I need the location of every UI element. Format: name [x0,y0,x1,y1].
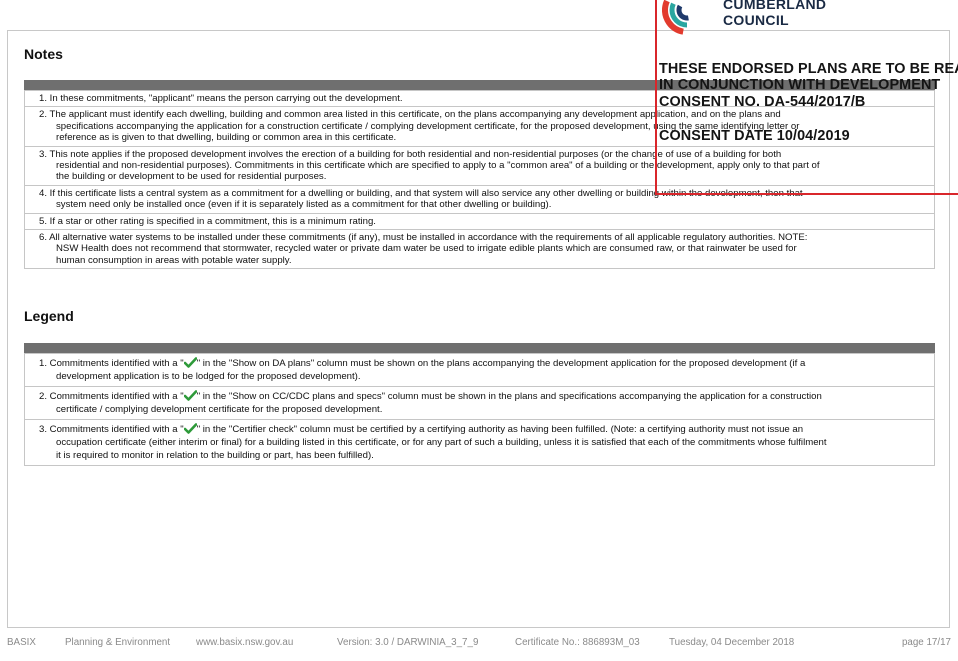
legend-item-suffix: " in the "Show on DA plans" column must … [56,358,806,382]
legend-item-prefix: 1. Commitments identified with a " [39,358,184,369]
green-checkmark-icon [183,390,197,401]
legend-item-prefix: 3. Commitments identified with a " [39,424,184,436]
legend-item-suffix: " in the "Show on CC/CDC plans and specs… [56,391,822,415]
notes-header-bar [24,80,935,90]
legend-header-bar [24,343,935,353]
note-item-5: 5. If a star or other rating is specifie… [24,213,935,231]
page-footer: BASIX Planning & Environment www.basix.n… [0,637,958,651]
legend-item-prefix: 2. Commitments identified with a " [39,391,184,403]
green-checkmark-icon [183,357,197,368]
legend-item-2: 2. Commitments identified with a "" in t… [24,387,935,421]
stamp-line-3: CONSENT NO. DA-544/2017/B [659,94,866,110]
approval-stamp [655,0,958,195]
note-item-6: 6. All alternative water systems to be i… [24,230,935,270]
cumberland-council-logo-icon [662,0,712,45]
stamp-line-1: THESE ENDORSED PLANS ARE TO BE READ [659,61,958,77]
note-item-1: 1. In these commitments, "applicant" mea… [24,90,935,108]
note-item-3: 3. This note applies if the proposed dev… [24,146,935,186]
notes-table: 1. In these commitments, "applicant" mea… [24,80,935,270]
footer-page-number: page 17/17 [901,637,951,648]
legend-item-suffix: " in the "Certifier check" column must b… [56,424,827,461]
legend-item-1: 1. Commitments identified with a "" in t… [24,353,935,388]
council-name-line1: CUMBERLAND [723,0,827,12]
green-checkmark-icon [183,423,197,435]
footer-url: www.basix.nsw.gov.au [196,637,294,648]
footer-basix: BASIX [7,637,36,648]
note-item-2: 2. The applicant must identify each dwel… [24,107,935,147]
notes-heading: Notes [24,46,63,62]
page-frame [7,30,950,628]
legend-item-3: 3. Commitments identified with a "" in t… [24,420,935,467]
footer-date: Tuesday, 04 December 2018 [669,637,795,648]
stamp-line-4: CONSENT DATE 10/04/2019 [659,128,850,144]
footer-certificate: Certificate No.: 886893M_03 [515,637,640,648]
footer-version: Version: 3.0 / DARWINIA_3_7_9 [337,637,479,648]
legend-heading: Legend [24,308,74,324]
legend-table: 1. Commitments identified with a "" in t… [24,343,935,467]
stamp-line-2: IN CONJUNCTION WITH DEVELOPMENT [659,77,941,93]
footer-department: Planning & Environment [65,637,171,648]
council-name-line2: COUNCIL [723,12,789,28]
